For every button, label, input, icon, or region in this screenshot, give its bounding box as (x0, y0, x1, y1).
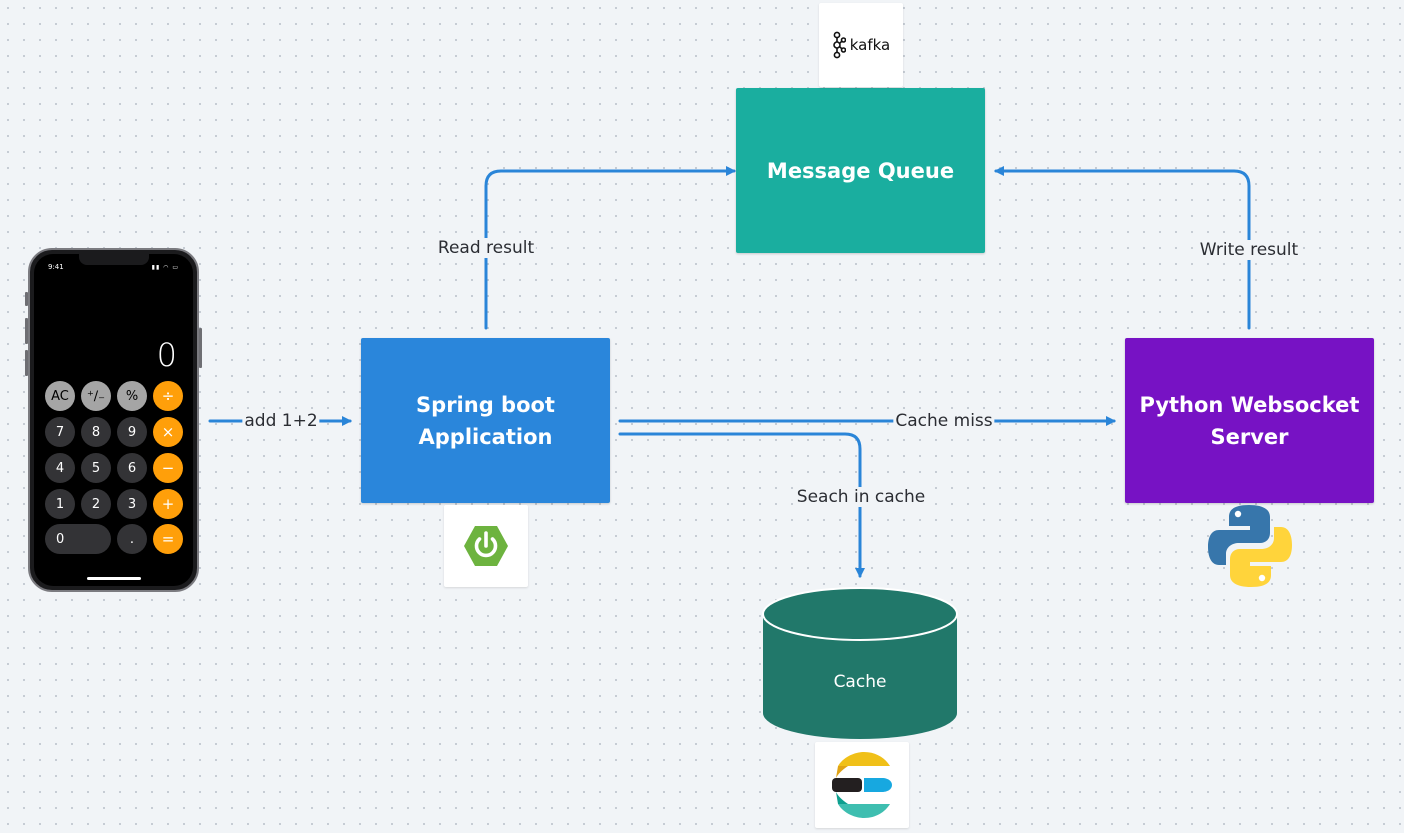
key-divide[interactable]: ÷ (153, 381, 183, 411)
key-9[interactable]: 9 (117, 417, 147, 447)
spring-logo (444, 505, 528, 587)
key-7[interactable]: 7 (45, 417, 75, 447)
phone-screen: 9:41 ▮▮ ◠ ▭ 0 AC ⁺∕₋ % ÷ 7 8 9 × 4 5 6 −… (34, 254, 193, 586)
elasticsearch-logo (815, 742, 909, 828)
spring-power-icon (464, 526, 508, 566)
status-time: 9:41 (48, 263, 64, 271)
write-result-label: Write result (1197, 240, 1301, 260)
read-result-label: Read result (435, 238, 537, 258)
python-icon (1208, 505, 1292, 587)
key-percent[interactable]: % (117, 381, 147, 411)
write-result-arrow (994, 166, 1251, 330)
key-equals[interactable]: = (153, 524, 183, 554)
key-1[interactable]: 1 (45, 489, 75, 519)
search-cache-label: Seach in cache (794, 487, 928, 507)
key-2[interactable]: 2 (81, 489, 111, 519)
phone-power-button (199, 328, 202, 368)
request-label: add 1+2 (242, 411, 320, 431)
key-5[interactable]: 5 (81, 453, 111, 483)
phone-volume-up (25, 318, 28, 344)
message-queue-label: Message Queue (766, 158, 955, 183)
cache-cylinder (762, 587, 958, 739)
calculator-display: 0 (156, 336, 177, 374)
key-6[interactable]: 6 (117, 453, 147, 483)
kafka-wordmark: kafka (849, 36, 891, 54)
phone-notch (78, 254, 149, 265)
spring-app-node[interactable]: Spring boot Application (361, 338, 610, 503)
phone-calculator: 9:41 ▮▮ ◠ ▭ 0 AC ⁺∕₋ % ÷ 7 8 9 × 4 5 6 −… (25, 248, 202, 592)
kafka-icon (832, 31, 846, 59)
key-multiply[interactable]: × (153, 417, 183, 447)
key-3[interactable]: 3 (117, 489, 147, 519)
key-decimal[interactable]: . (117, 524, 147, 554)
cache-label: Cache (833, 672, 887, 692)
read-result-arrow (484, 166, 736, 330)
spring-app-label: Spring boot Application (416, 392, 555, 449)
phone-side-button (25, 292, 28, 306)
key-4[interactable]: 4 (45, 453, 75, 483)
status-icons: ▮▮ ◠ ▭ (151, 264, 179, 271)
key-plus-minus[interactable]: ⁺∕₋ (81, 381, 111, 411)
python-server-label: Python Websocket Server (1139, 392, 1360, 449)
kafka-logo: kafka (819, 3, 903, 87)
phone-volume-down (25, 350, 28, 376)
home-indicator (86, 577, 141, 580)
message-queue-node[interactable]: Message Queue (736, 88, 985, 253)
search-cache-arrow (618, 432, 865, 578)
elastic-icon (832, 752, 892, 818)
key-ac[interactable]: AC (45, 381, 75, 411)
python-server-node[interactable]: Python Websocket Server (1125, 338, 1374, 503)
key-0[interactable]: 0 (45, 524, 111, 554)
cache-miss-label: Cache miss (893, 411, 995, 431)
key-8[interactable]: 8 (81, 417, 111, 447)
key-plus[interactable]: + (153, 489, 183, 519)
key-minus[interactable]: − (153, 453, 183, 483)
